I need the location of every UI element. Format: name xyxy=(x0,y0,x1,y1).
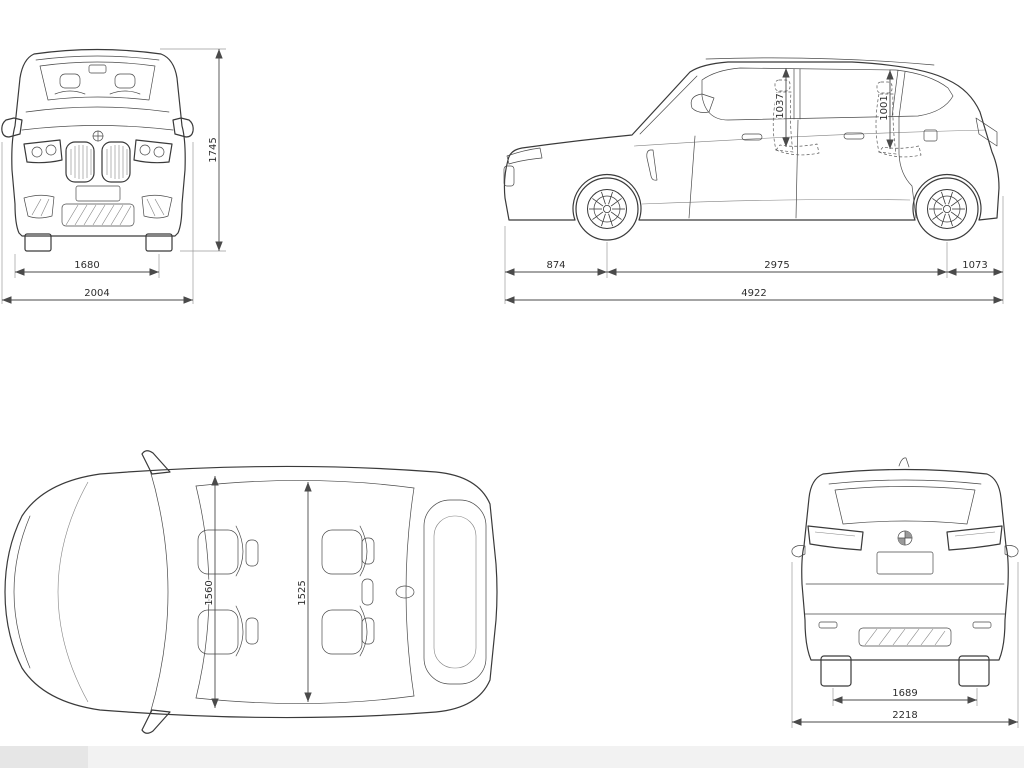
headlight-side xyxy=(506,147,543,165)
rear-view: 1689 2218 xyxy=(775,450,1024,750)
dim-label-shoulder-front: 1560 xyxy=(204,580,215,605)
rear-bumper xyxy=(818,621,992,647)
dim-front-width: 2004 xyxy=(1,142,194,304)
dim-label-rear-overhang: 1073 xyxy=(962,260,987,271)
dim-label-front-track: 1680 xyxy=(74,260,99,271)
shark-fin-antenna-icon xyxy=(898,457,910,468)
liftgate-outline xyxy=(423,499,487,685)
dim-rear-width: 2218 xyxy=(791,562,1019,728)
top-view: 1560 1525 xyxy=(0,446,512,746)
reflector-left xyxy=(818,621,838,629)
footer-strip xyxy=(0,746,1024,768)
dim-label-headroom-front: 1037 xyxy=(775,93,786,118)
front-kidney-grille xyxy=(65,141,131,183)
taillight-side xyxy=(975,117,998,147)
rear-mirror-tips xyxy=(791,545,1019,558)
dim-front-height: 1745 xyxy=(160,48,226,252)
top-view-drawing: 1560 1525 xyxy=(4,450,498,734)
dim-headroom-front: 1037 xyxy=(774,68,790,147)
side-glasshouse xyxy=(639,67,954,135)
dim-label-length: 4922 xyxy=(741,288,766,299)
front-view-drawing: 1745 1680 2004 xyxy=(1,48,226,304)
rearview-mirror-icon xyxy=(88,64,107,74)
side-car-body xyxy=(503,57,1000,221)
side-front-end xyxy=(503,147,543,187)
dim-rear-track: 1689 xyxy=(832,687,978,706)
footer-logo-patch xyxy=(0,746,88,768)
dim-side-bottom: 874 2975 1073 4922 xyxy=(504,196,1004,304)
front-tire-right xyxy=(145,233,173,252)
front-windshield xyxy=(35,55,160,101)
front-headrest-right xyxy=(114,73,136,89)
grille-side xyxy=(503,165,515,187)
antenna-fin-icon xyxy=(395,585,415,599)
rear-view-drawing: 1689 2218 xyxy=(791,457,1019,728)
front-tire-left xyxy=(24,233,52,252)
rear-window-line xyxy=(405,487,415,697)
side-mirror xyxy=(690,93,715,113)
rear-tire-right xyxy=(958,655,990,687)
rear-license-plate xyxy=(876,551,934,575)
side-rear-end xyxy=(975,117,998,147)
top-rear-seats xyxy=(321,525,375,657)
dim-label-headroom-rear: 1001 xyxy=(879,95,890,120)
dim-front-track: 1680 xyxy=(14,254,160,278)
roof-rail xyxy=(705,57,935,66)
side-interior-seats xyxy=(772,79,922,158)
rear-taillights xyxy=(807,525,1003,551)
front-hood-lines xyxy=(21,106,174,131)
fuel-door xyxy=(923,129,938,142)
side-wheels xyxy=(575,177,979,241)
dim-label-wheelbase: 2975 xyxy=(764,260,789,271)
rear-window xyxy=(828,479,982,525)
side-view-drawing: 1037 1001 874 2975 1073 4922 xyxy=(503,57,1004,304)
dim-label-front-width: 2004 xyxy=(84,288,109,299)
front-headlights xyxy=(23,139,173,164)
front-side-mirrors xyxy=(1,117,194,138)
side-view: 1037 1001 874 2975 1073 4922 xyxy=(492,46,1024,336)
dim-label-rear-track: 1689 xyxy=(892,688,917,699)
license-plate xyxy=(75,185,121,202)
bmw-roundel-icon xyxy=(92,130,104,142)
rear-bmw-roundel-icon xyxy=(897,530,913,546)
rear-wheel xyxy=(915,177,979,241)
top-car-body xyxy=(4,465,498,719)
rear-tire-left xyxy=(820,655,852,687)
rear-car-body xyxy=(801,457,1009,687)
top-roof xyxy=(195,480,487,704)
top-windshield xyxy=(149,469,210,715)
top-mirrors xyxy=(141,450,171,734)
fender-vent xyxy=(646,149,658,181)
front-view: 1745 1680 2004 xyxy=(0,38,235,373)
front-bumper xyxy=(23,185,173,227)
rear-tailgate xyxy=(804,551,1006,615)
dim-shoulder-rear: 1525 xyxy=(296,482,312,702)
dim-label-front-height: 1745 xyxy=(208,137,219,162)
dim-label-shoulder-rear: 1525 xyxy=(297,580,308,605)
front-car-body xyxy=(11,48,186,252)
dim-label-front-overhang: 874 xyxy=(546,260,565,271)
dim-shoulder-front: 1560 xyxy=(203,476,219,708)
side-doors xyxy=(633,116,987,219)
dim-headroom-rear: 1001 xyxy=(878,70,894,149)
front-headrest-left xyxy=(59,73,81,89)
door-handle-front xyxy=(741,133,763,141)
door-handle-rear xyxy=(843,132,865,140)
dim-label-rear-width: 2218 xyxy=(892,710,917,721)
reflector-right xyxy=(972,621,992,629)
front-wheel xyxy=(575,177,639,241)
